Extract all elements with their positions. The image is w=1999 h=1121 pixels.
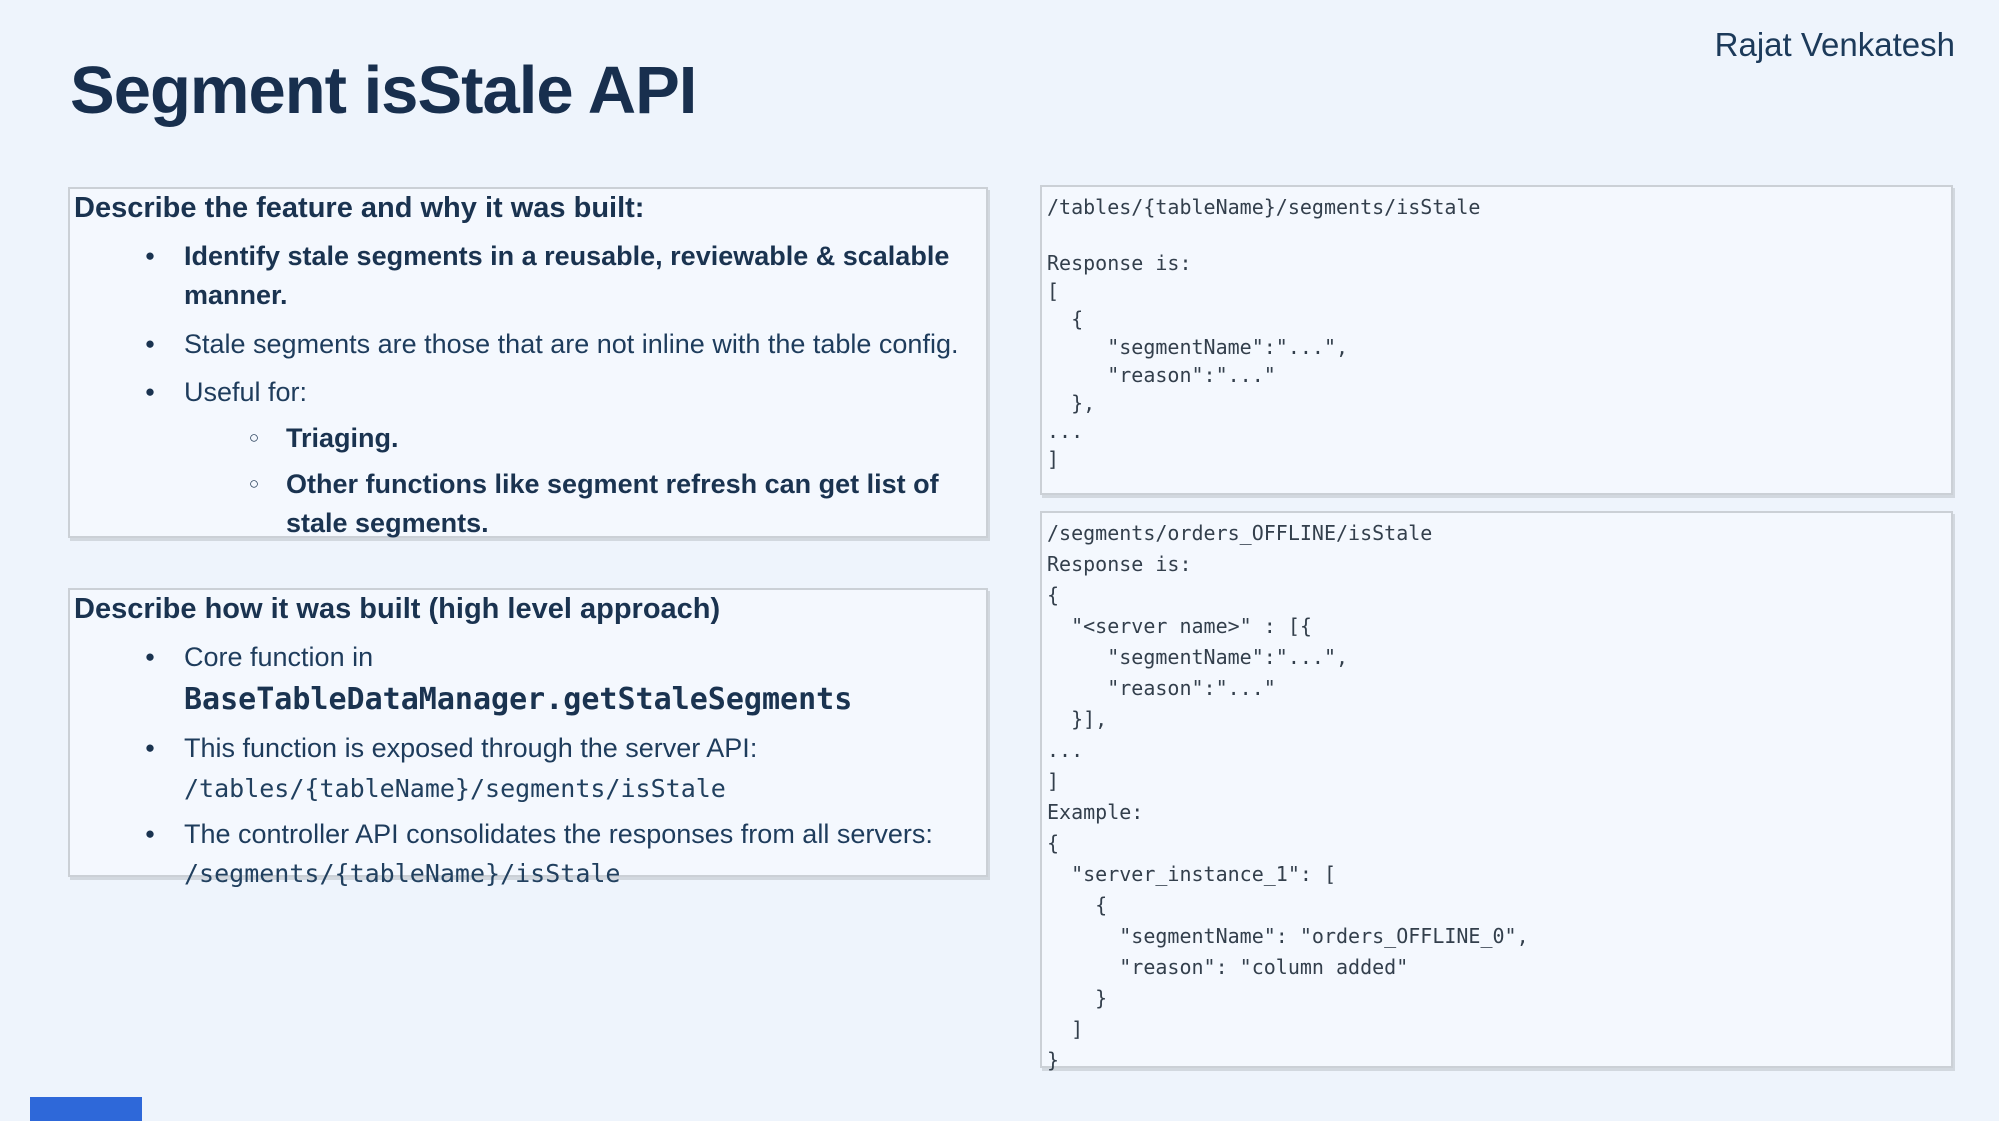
api-path: /tables/{tableName}/segments/isStale xyxy=(184,773,726,803)
sub-list-item: ○ Triaging. xyxy=(74,419,978,458)
code-line: "segmentName":"...", xyxy=(1047,335,1349,359)
hollow-bullet-icon: ○ xyxy=(248,427,260,447)
code-line: { xyxy=(1047,583,1060,607)
code-line: { xyxy=(1047,893,1108,917)
list-item: ● Useful for: xyxy=(74,373,978,412)
code-line: ] xyxy=(1047,447,1060,471)
feature-box-heading: Describe the feature and why it was buil… xyxy=(74,192,645,224)
code-line: "server_instance_1": [ xyxy=(1047,862,1336,886)
list-item: ● Identify stale segments in a reusable,… xyxy=(74,237,978,315)
code-line: Response is: xyxy=(1047,552,1192,576)
sub-list-item-text: Other functions like segment refresh can… xyxy=(286,469,939,539)
code-reference: BaseTableDataManager.getStaleSegments xyxy=(184,682,853,718)
code-line: "segmentName": "orders_OFFLINE_0", xyxy=(1047,924,1529,948)
code-line: { xyxy=(1047,307,1084,331)
code-line: }], xyxy=(1047,707,1108,731)
code-line: } xyxy=(1047,986,1108,1010)
list-item: ● The controller API consolidates the re… xyxy=(74,815,978,893)
list-item: ● Stale segments are those that are not … xyxy=(74,325,978,364)
code-line: "reason":"..." xyxy=(1047,363,1276,387)
api-path: /segments/{tableName}/isStale xyxy=(184,858,621,888)
code-line: "<server name>" : [{ xyxy=(1047,614,1312,638)
list-item-text: Useful for: xyxy=(184,376,308,407)
accent-bar xyxy=(30,1097,142,1121)
bullet-icon: ● xyxy=(144,823,156,843)
list-item-text: This function is exposed through the ser… xyxy=(184,729,978,807)
list-item: ● Core function in BaseTableDataManager.… xyxy=(74,638,978,722)
code-line: ... xyxy=(1047,419,1084,443)
bullet-icon: ● xyxy=(144,647,156,667)
list-item-text: The controller API consolidates the resp… xyxy=(184,815,978,893)
bullet-icon: ● xyxy=(144,381,156,401)
code-line: "reason": "column added" xyxy=(1047,955,1409,979)
list-item-lead: Core function in xyxy=(184,642,374,673)
code-line: { xyxy=(1047,831,1060,855)
code-line: /segments/orders_OFFLINE/isStale xyxy=(1047,521,1433,545)
code-block-controller-api: /segments/orders_OFFLINE/isStale Respons… xyxy=(1040,511,1953,1072)
list-item-lead: The controller API consolidates the resp… xyxy=(184,818,933,849)
bullet-icon: ● xyxy=(144,333,156,353)
feature-description-box: Describe the feature and why it was buil… xyxy=(68,187,988,538)
code-block-server-api: /tables/{tableName}/segments/isStale Res… xyxy=(1040,185,1953,495)
author-name: Rajat Venkatesh xyxy=(1714,26,1955,63)
code-line: ] xyxy=(1047,1017,1084,1041)
bullet-icon: ● xyxy=(144,246,156,266)
list-item-text: Core function in BaseTableDataManager.ge… xyxy=(184,638,978,722)
code-line: } xyxy=(1047,1048,1060,1072)
code-line: [ xyxy=(1047,279,1060,303)
approach-box-heading: Describe how it was built (high level ap… xyxy=(74,593,721,625)
code-line: "segmentName":"...", xyxy=(1047,645,1349,669)
list-item-text: Identify stale segments in a reusable, r… xyxy=(184,241,950,311)
code-line: Response is: xyxy=(1047,251,1192,275)
bullet-icon: ● xyxy=(144,738,156,758)
list-item-text: Stale segments are those that are not in… xyxy=(184,328,959,359)
code-line: }, xyxy=(1047,391,1096,415)
approach-description-box: Describe how it was built (high level ap… xyxy=(68,588,988,888)
list-item: ● This function is exposed through the s… xyxy=(74,729,978,807)
sub-list-item-text: Triaging. xyxy=(286,422,399,453)
sub-list-item: ○ Other functions like segment refresh c… xyxy=(74,465,978,543)
code-line: ] xyxy=(1047,769,1060,793)
code-line: "reason":"..." xyxy=(1047,676,1276,700)
list-item-lead: This function is exposed through the ser… xyxy=(184,733,758,764)
hollow-bullet-icon: ○ xyxy=(248,474,260,494)
code-line: ... xyxy=(1047,738,1084,762)
code-line: Example: xyxy=(1047,800,1144,824)
code-line: /tables/{tableName}/segments/isStale xyxy=(1047,195,1481,219)
code-line xyxy=(1047,221,1943,249)
page-title: Segment isStale API xyxy=(70,53,697,128)
